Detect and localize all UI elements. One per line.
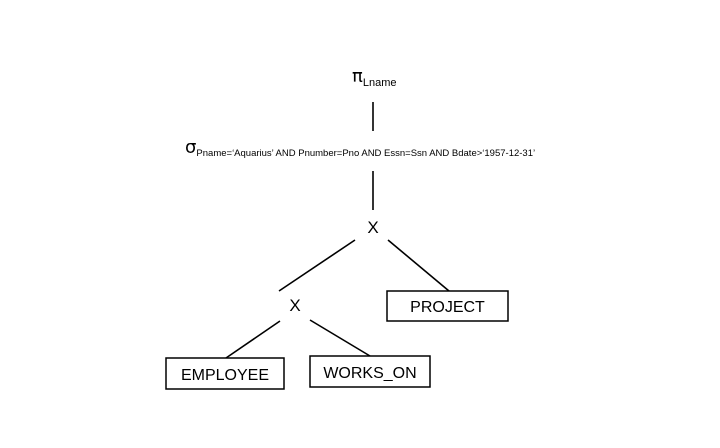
works-on-label: WORKS_ON bbox=[323, 365, 416, 382]
selection-condition: Pname=‘Aquarius’ AND Pnumber=Pno AND Ess… bbox=[196, 148, 535, 159]
edge-top-product-lower-product bbox=[278, 239, 356, 292]
edge-top-product-project bbox=[387, 239, 450, 292]
works-on-relation: WORKS_ON bbox=[309, 355, 431, 388]
projection-symbol: π bbox=[352, 66, 363, 87]
selection-symbol: σ bbox=[185, 137, 196, 158]
top-cartesian-product: X bbox=[367, 218, 378, 237]
selection-node: σPname=‘Aquarius’ AND Pnumber=Pno AND Es… bbox=[185, 137, 535, 159]
edge-lower-product-works-on bbox=[309, 319, 371, 357]
project-relation: PROJECT bbox=[386, 290, 509, 322]
edge-lower-product-employee bbox=[225, 320, 281, 359]
employee-relation: EMPLOYEE bbox=[165, 357, 285, 390]
lower-cartesian-product: X bbox=[289, 296, 300, 315]
projection-attributes: Lname bbox=[363, 77, 397, 89]
employee-label: EMPLOYEE bbox=[181, 367, 269, 384]
projection-node: πLname bbox=[352, 66, 396, 89]
project-label: PROJECT bbox=[410, 299, 485, 316]
